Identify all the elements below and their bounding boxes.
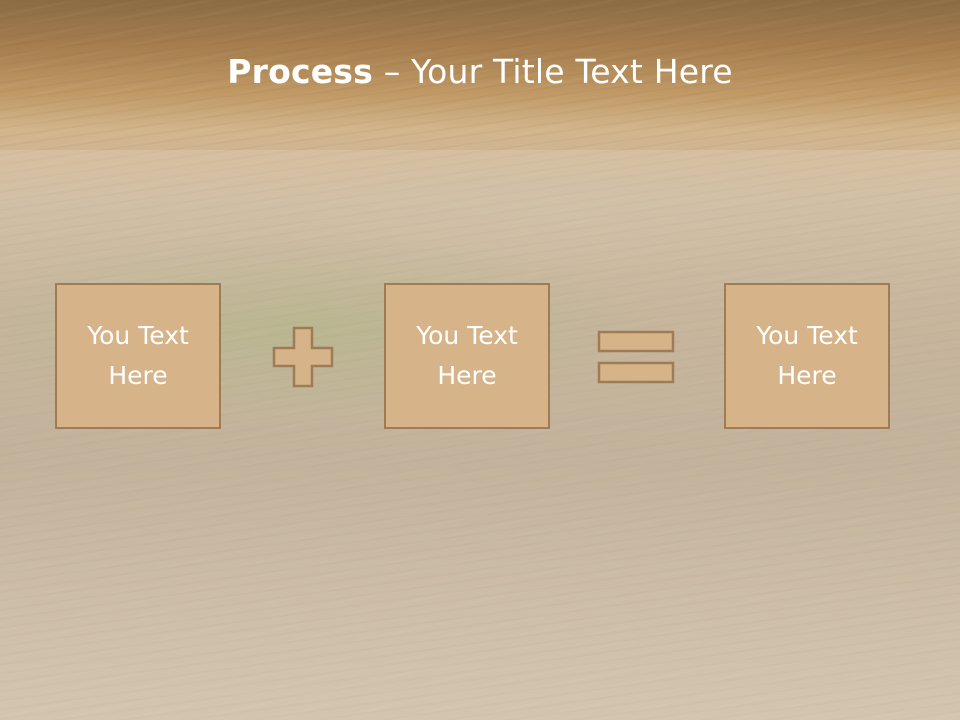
title-rest: Your Title Text Here: [411, 52, 733, 91]
slide-title[interactable]: Process – Your Title Text Here: [0, 52, 960, 91]
equals-icon: [597, 330, 675, 384]
box-3-text: You Text Here: [742, 316, 872, 396]
box-1-line-2: Here: [108, 361, 168, 390]
box-2-text: You Text Here: [402, 316, 532, 396]
process-box-1[interactable]: You Text Here: [55, 283, 221, 429]
title-dash: –: [383, 52, 401, 91]
box-1-text: You Text Here: [73, 316, 203, 396]
box-2-line-1: You Text: [416, 321, 518, 350]
box-1-line-1: You Text: [87, 321, 189, 350]
process-box-2[interactable]: You Text Here: [384, 283, 550, 429]
box-3-line-1: You Text: [756, 321, 858, 350]
process-box-3[interactable]: You Text Here: [724, 283, 890, 429]
box-3-line-2: Here: [777, 361, 837, 390]
title-bold: Process: [227, 52, 373, 91]
background-veil: [0, 150, 960, 720]
plus-icon: [272, 326, 334, 388]
box-2-line-2: Here: [437, 361, 497, 390]
